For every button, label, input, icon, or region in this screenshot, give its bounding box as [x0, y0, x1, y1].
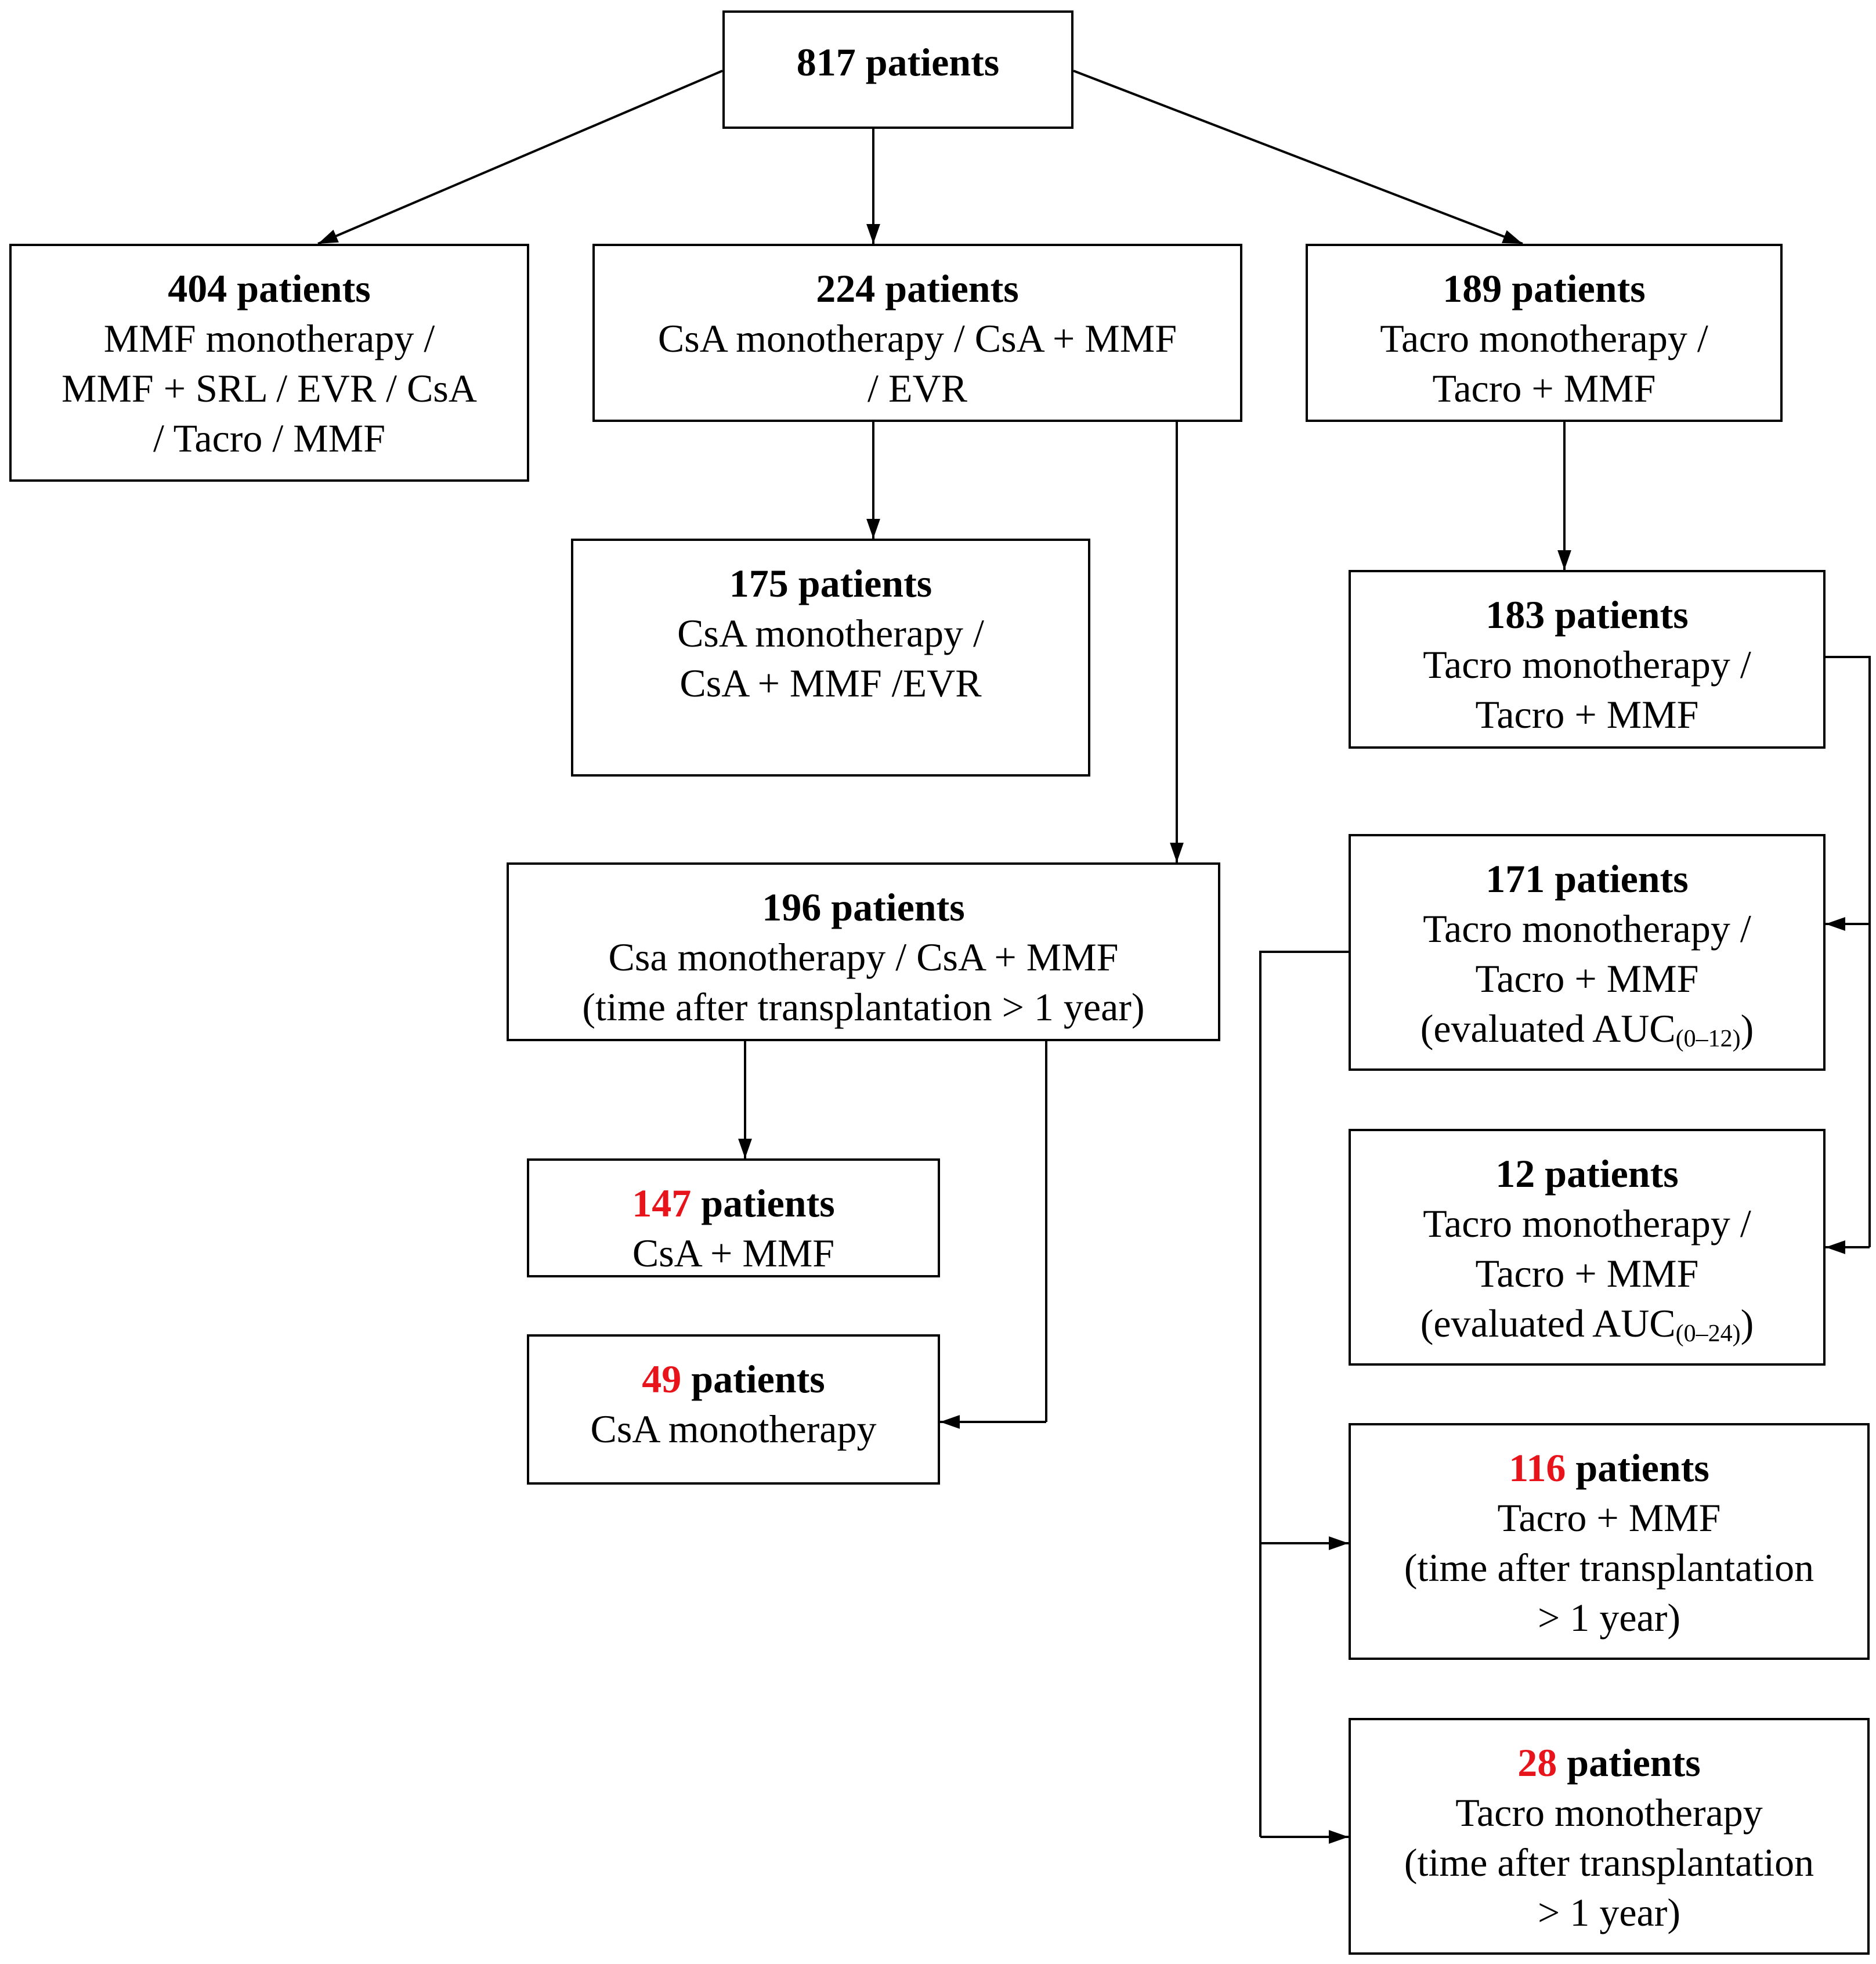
box-12-auc: (evaluated AUC(0–24)) [1351, 1298, 1823, 1348]
box-12-line-2: Tacro + MMF [1475, 1251, 1699, 1295]
box-171-line-2: Tacro + MMF [1475, 956, 1699, 1001]
box-171-auc-label: (evaluated AUC [1420, 1006, 1676, 1050]
box-189-line-2: Tacro + MMF [1432, 366, 1656, 410]
box-175-count: 175 [729, 561, 789, 605]
box-171-auc-range: (0–12) [1675, 1026, 1741, 1052]
box-12-line-1: Tacro monotherapy / [1423, 1201, 1751, 1245]
box-49-title: 49 patients [529, 1354, 938, 1404]
box-404-patients: 404 patients MMF monotherapy / MMF + SRL… [9, 244, 529, 482]
box-404-line-3: / Tacro / MMF [153, 416, 386, 460]
box-817-count: 817 [796, 40, 856, 84]
box-116-line-1: Tacro + MMF [1497, 1496, 1721, 1540]
arrow-817-to-189 [1073, 70, 1523, 245]
box-147-title: 147 patients [529, 1178, 938, 1228]
box-175-line-2: CsA + MMF /EVR [679, 661, 982, 705]
box-116-line-3: > 1 year) [1537, 1595, 1680, 1640]
box-116-word: patients [1575, 1446, 1709, 1490]
box-175-line-1: CsA monotherapy / [677, 611, 984, 655]
box-171-title: 171 patients [1351, 854, 1823, 904]
box-116-line-2: (time after transplantation [1404, 1546, 1814, 1590]
box-189-count: 189 [1443, 266, 1502, 311]
box-147-line-1: CsA + MMF [632, 1231, 835, 1275]
box-175-title: 175 patients [573, 558, 1088, 608]
box-116-title: 116 patients [1351, 1443, 1867, 1493]
box-183-line-1: Tacro monotherapy / [1423, 642, 1751, 687]
box-28-line-2: (time after transplantation [1404, 1840, 1814, 1884]
box-196-title: 196 patients [509, 882, 1218, 932]
box-28-word: patients [1567, 1741, 1701, 1785]
box-817-patients: 817 patients [722, 10, 1073, 129]
box-224-patients: 224 patients CsA monotherapy / CsA + MMF… [592, 244, 1242, 422]
box-224-count: 224 [816, 266, 876, 311]
box-183-patients: 183 patients Tacro monotherapy / Tacro +… [1349, 570, 1826, 749]
box-171-auc: (evaluated AUC(0–12)) [1351, 1003, 1823, 1053]
box-183-word: patients [1555, 593, 1689, 637]
box-224-line-1: CsA monotherapy / CsA + MMF [657, 316, 1177, 360]
box-404-count: 404 [168, 266, 227, 311]
box-183-title: 183 patients [1351, 590, 1823, 640]
box-28-title: 28 patients [1351, 1738, 1867, 1788]
box-189-line-1: Tacro monotherapy / [1380, 316, 1708, 360]
box-12-title: 12 patients [1351, 1149, 1823, 1198]
box-224-word: patients [885, 266, 1019, 311]
box-12-auc-close: ) [1740, 1301, 1754, 1345]
box-224-line-2: / EVR [867, 366, 967, 410]
box-12-count: 12 [1495, 1151, 1535, 1196]
box-28-line-1: Tacro monotherapy [1455, 1790, 1763, 1835]
box-404-title: 404 patients [12, 263, 527, 313]
box-147-word: patients [701, 1181, 835, 1225]
box-175-patients: 175 patients CsA monotherapy / CsA + MMF… [571, 539, 1090, 777]
box-189-patients: 189 patients Tacro monotherapy / Tacro +… [1306, 244, 1783, 422]
box-171-auc-close: ) [1740, 1006, 1754, 1050]
box-171-count: 171 [1485, 857, 1545, 901]
bracket-183-right [1824, 656, 1871, 1247]
box-817-word: patients [865, 40, 1000, 84]
box-12-auc-range: (0–24) [1675, 1320, 1741, 1347]
box-817-title: 817 patients [725, 37, 1071, 87]
box-147-count: 147 [632, 1181, 692, 1225]
box-196-patients: 196 patients Csa monotherapy / CsA + MMF… [507, 862, 1220, 1041]
box-196-word: patients [831, 885, 965, 929]
box-404-line-2: MMF + SRL / EVR / CsA [62, 366, 477, 410]
box-189-word: patients [1512, 266, 1646, 311]
box-49-count: 49 [642, 1357, 682, 1401]
bracket-171-left [1259, 951, 1349, 1837]
box-171-word: patients [1555, 857, 1689, 901]
box-49-line-1: CsA monotherapy [590, 1407, 877, 1451]
box-12-word: patients [1545, 1151, 1679, 1196]
arrow-817-to-404 [317, 70, 723, 245]
box-28-patients: 28 patients Tacro monotherapy (time afte… [1349, 1718, 1870, 1955]
box-49-patients: 49 patients CsA monotherapy [527, 1334, 940, 1485]
box-404-line-1: MMF monotherapy / [103, 316, 435, 360]
box-196-line-1: Csa monotherapy / CsA + MMF [608, 935, 1119, 979]
box-12-auc-label: (evaluated AUC [1420, 1301, 1676, 1345]
box-171-patients: 171 patients Tacro monotherapy / Tacro +… [1349, 834, 1826, 1071]
box-171-line-1: Tacro monotherapy / [1423, 907, 1751, 951]
box-28-line-3: > 1 year) [1537, 1890, 1680, 1934]
box-196-line-2: (time after transplantation > 1 year) [582, 985, 1145, 1029]
box-28-count: 28 [1517, 1741, 1557, 1785]
box-175-word: patients [798, 561, 932, 605]
box-189-title: 189 patients [1308, 263, 1780, 313]
box-196-count: 196 [762, 885, 822, 929]
box-183-line-2: Tacro + MMF [1475, 692, 1699, 736]
box-147-patients: 147 patients CsA + MMF [527, 1158, 940, 1277]
box-49-word: patients [691, 1357, 825, 1401]
box-224-title: 224 patients [595, 263, 1240, 313]
box-116-count: 116 [1509, 1446, 1566, 1490]
box-404-word: patients [237, 266, 371, 311]
box-116-patients: 116 patients Tacro + MMF (time after tra… [1349, 1423, 1870, 1660]
box-12-patients: 12 patients Tacro monotherapy / Tacro + … [1349, 1129, 1826, 1366]
box-183-count: 183 [1485, 593, 1545, 637]
